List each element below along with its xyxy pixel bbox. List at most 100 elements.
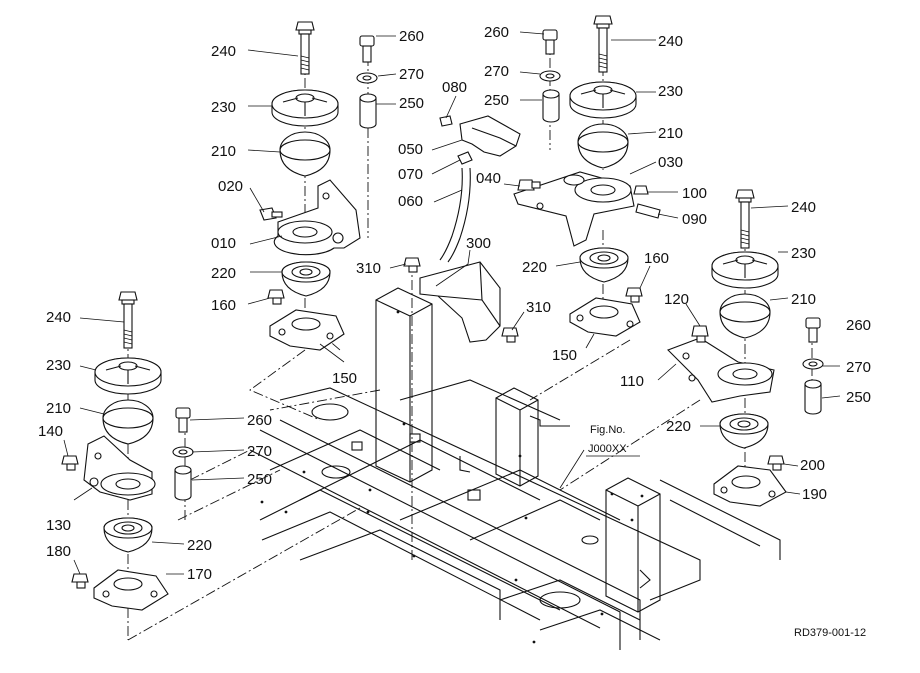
fig-no-value: J000XX <box>588 443 627 455</box>
base-190 <box>713 465 787 507</box>
chassis-frame <box>249 287 781 650</box>
label-260: 260 <box>484 24 509 41</box>
bolt-200 <box>767 455 785 471</box>
clamp-070 <box>457 151 473 165</box>
label-120: 120 <box>664 291 689 308</box>
label-230: 230 <box>46 357 71 374</box>
label-080: 080 <box>442 79 467 96</box>
collar-250-a <box>359 93 377 129</box>
label-230: 230 <box>658 83 683 100</box>
label-060: 060 <box>398 193 423 210</box>
base-150-b <box>569 297 641 337</box>
label-230: 230 <box>791 245 816 262</box>
leader-lines <box>63 31 841 575</box>
label-250: 250 <box>484 92 509 109</box>
label-100: 100 <box>682 185 707 202</box>
bolt-140 <box>61 455 79 471</box>
label-260: 260 <box>399 28 424 45</box>
bracket-050 <box>459 115 521 157</box>
label-230: 230 <box>211 99 236 116</box>
collar-250-d <box>174 465 192 501</box>
bolt-160-b <box>625 287 643 303</box>
bolt-160-a <box>267 289 285 305</box>
label-180: 180 <box>46 543 71 560</box>
label-270: 270 <box>484 63 509 80</box>
label-300: 300 <box>466 235 491 252</box>
part-labels: 240 260 270 250 230 210 020 010 220 160 … <box>38 24 871 639</box>
base-170 <box>93 569 169 611</box>
label-240: 240 <box>211 43 236 60</box>
label-200: 200 <box>800 457 825 474</box>
plate-300 <box>419 261 501 343</box>
label-270: 270 <box>846 359 871 376</box>
label-030: 030 <box>658 154 683 171</box>
bracket-010 <box>273 179 361 256</box>
stopper-230-a <box>271 89 339 127</box>
label-130: 130 <box>46 517 71 534</box>
hose-060 <box>439 167 471 263</box>
label-260: 260 <box>247 412 272 429</box>
stopper-230-b <box>569 81 637 119</box>
bolt-180 <box>71 573 89 589</box>
washer-270-b <box>539 70 561 82</box>
label-210: 210 <box>658 125 683 142</box>
bracket-030 <box>513 171 635 247</box>
label-210: 210 <box>46 400 71 417</box>
label-220: 220 <box>211 265 236 282</box>
bolt-260-d <box>175 407 191 433</box>
bolt-240-a <box>295 21 315 75</box>
label-050: 050 <box>398 141 423 158</box>
rubber-210-c <box>719 293 771 339</box>
label-190: 190 <box>802 486 827 503</box>
stopper-230-d <box>94 357 162 395</box>
drawing-code: RD379-001-12 <box>794 627 866 639</box>
label-250: 250 <box>846 389 871 406</box>
bolt-240-b <box>593 15 613 73</box>
label-310: 310 <box>356 260 381 277</box>
rubber-220-a <box>281 261 331 297</box>
label-260: 260 <box>846 317 871 334</box>
bracket-130 <box>83 435 156 501</box>
collar-250-b <box>542 89 560 123</box>
label-310: 310 <box>526 299 551 316</box>
label-020: 020 <box>218 178 243 195</box>
rubber-220-b <box>579 247 629 283</box>
label-250: 250 <box>399 95 424 112</box>
label-170: 170 <box>187 566 212 583</box>
rubber-210-b <box>577 123 629 169</box>
washer-270-a <box>356 72 378 84</box>
rubber-210-d <box>102 399 154 445</box>
clip-090 <box>635 203 661 219</box>
label-110: 110 <box>620 373 644 390</box>
label-220: 220 <box>187 537 212 554</box>
label-240: 240 <box>791 199 816 216</box>
bolt-310-b <box>501 327 519 343</box>
label-010: 010 <box>211 235 236 252</box>
washer-270-c <box>802 358 824 370</box>
base-150-a <box>269 309 345 351</box>
bolt-240-c <box>735 189 755 249</box>
label-220: 220 <box>522 259 547 276</box>
label-240: 240 <box>46 309 71 326</box>
label-160: 160 <box>644 250 669 267</box>
label-140: 140 <box>38 423 63 440</box>
label-210: 210 <box>791 291 816 308</box>
bolt-260-c <box>805 317 821 343</box>
rubber-220-c <box>719 413 769 449</box>
bolt-310-a <box>403 257 421 273</box>
stopper-230-c <box>711 251 779 289</box>
bolt-020 <box>259 207 283 221</box>
label-270: 270 <box>247 443 272 460</box>
bracket-110 <box>667 337 775 403</box>
bolt-240-d <box>118 291 138 349</box>
rubber-210-a <box>279 131 331 177</box>
bolt-260-a <box>359 35 375 63</box>
fig-no-label: Fig.No. <box>590 424 625 436</box>
label-070: 070 <box>398 166 423 183</box>
label-240: 240 <box>658 33 683 50</box>
label-160: 160 <box>211 297 236 314</box>
collar-250-c <box>804 379 822 415</box>
rubber-220-d <box>103 517 153 553</box>
